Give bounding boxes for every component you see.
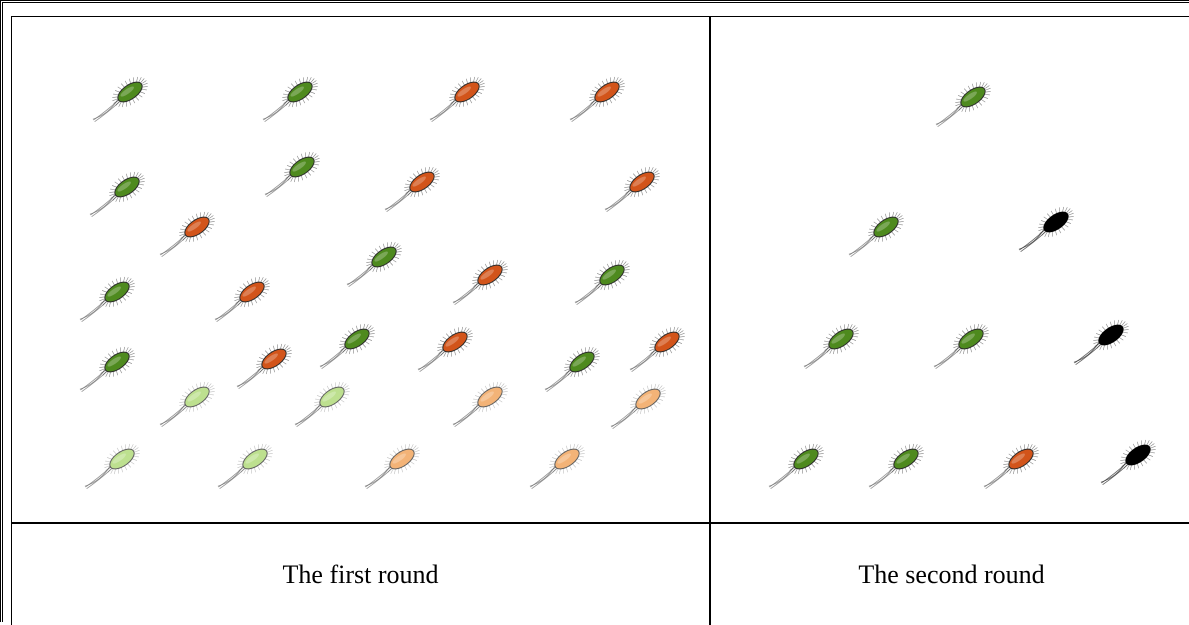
bacterium-icon (262, 76, 318, 122)
bacterium-icon (319, 323, 375, 369)
bacterium-icon (803, 323, 859, 369)
second-round-image-cell (711, 16, 1189, 524)
bacterium-icon (848, 211, 904, 257)
bacterium-icon (529, 443, 585, 489)
bacterium-icon (159, 381, 215, 427)
first-round-image-cell (11, 16, 711, 524)
second-round-caption-cell: The second round (711, 524, 1189, 625)
bacterium-icon (544, 346, 600, 392)
bacterium-icon (79, 276, 135, 322)
bacterium-icon (89, 171, 145, 217)
bacterium-icon (236, 343, 292, 389)
bacterium-icon (417, 326, 473, 372)
bacterium-icon (1018, 206, 1074, 252)
bacterium-icon (610, 383, 666, 429)
bacterium-icon (217, 443, 273, 489)
bacterium-icon (983, 443, 1039, 489)
bacterium-icon (384, 166, 440, 212)
bacterium-icon (294, 381, 350, 427)
bacterium-icon (452, 381, 508, 427)
bacterium-icon (768, 443, 824, 489)
bacterium-icon (364, 443, 420, 489)
bacterium-icon (346, 241, 402, 287)
bacterium-icon (79, 346, 135, 392)
bacterium-icon (214, 276, 270, 322)
bacterium-icon (159, 211, 215, 257)
bacterium-icon (629, 326, 685, 372)
bacterium-icon (452, 259, 508, 305)
first-round-caption: The first round (282, 560, 439, 589)
bacterium-icon (264, 151, 320, 197)
bacterium-icon (429, 76, 485, 122)
bacterium-icon (92, 76, 148, 122)
first-round-caption-cell: The first round (11, 524, 711, 625)
bacterium-icon (574, 259, 630, 305)
bacterium-icon (84, 443, 140, 489)
bacterium-icon (1100, 439, 1156, 485)
bacterium-icon (935, 81, 991, 127)
second-round-caption: The second round (858, 560, 1045, 589)
second-round-bacteria-image (768, 81, 1156, 489)
bacterium-icon (933, 323, 989, 369)
bacterium-icon (1073, 319, 1129, 365)
bacterium-icon (604, 166, 660, 212)
first-round-bacteria-image (79, 76, 685, 489)
bacterium-icon (569, 76, 625, 122)
bacterium-icon (868, 443, 924, 489)
